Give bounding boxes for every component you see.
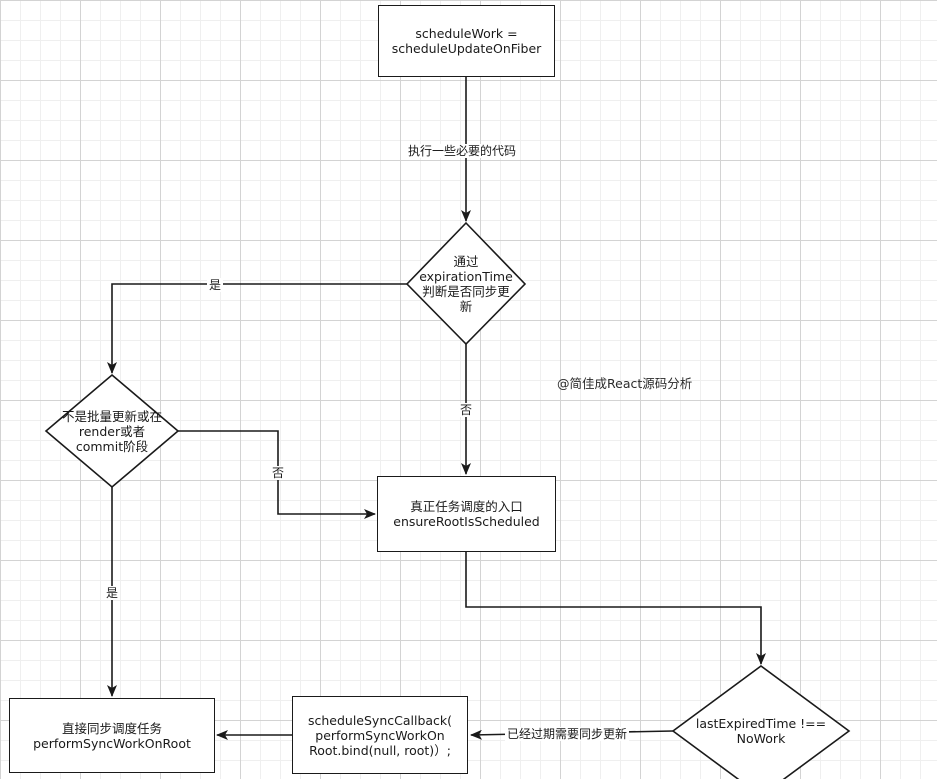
edge-label-batch-yes: 是 — [104, 586, 121, 600]
diamond-check-batch-label: 不是批量更新或在 render或者 commit阶段 — [61, 408, 162, 454]
edge-label-sync-yes: 是 — [207, 278, 224, 292]
edge-label-batch-no: 否 — [270, 466, 287, 480]
edge-label-run-code: 执行一些必要的代码 — [406, 144, 519, 158]
edge-check-sync-yes — [107, 283, 407, 374]
diamond-check-expired[interactable] — [671, 665, 851, 779]
node-ensure-root-scheduled[interactable]: 真正任务调度的入口 ensureRootIsScheduled — [377, 476, 556, 552]
edge-ensure-to-check-expired — [465, 552, 766, 665]
diamond-check-sync-label: 通过 expirationTime 判断是否同步更 新 — [419, 254, 513, 314]
node-schedule-sync-callback[interactable]: scheduleSyncCallback( performSyncWorkOn … — [292, 696, 468, 774]
watermark-text: @简佳成React源码分析 — [557, 376, 693, 391]
node-perform-sync-work[interactable]: 直接同步调度任务 performSyncWorkOnRoot — [9, 698, 215, 773]
edge-label-sync-no: 否 — [458, 403, 475, 417]
node-schedule-work[interactable]: scheduleWork = scheduleUpdateOnFiber — [378, 5, 555, 77]
edge-label-expired-yes: 已经过期需要同步更新 — [505, 727, 630, 741]
diamond-check-expired-label: lastExpiredTime !== NoWork — [695, 716, 827, 746]
